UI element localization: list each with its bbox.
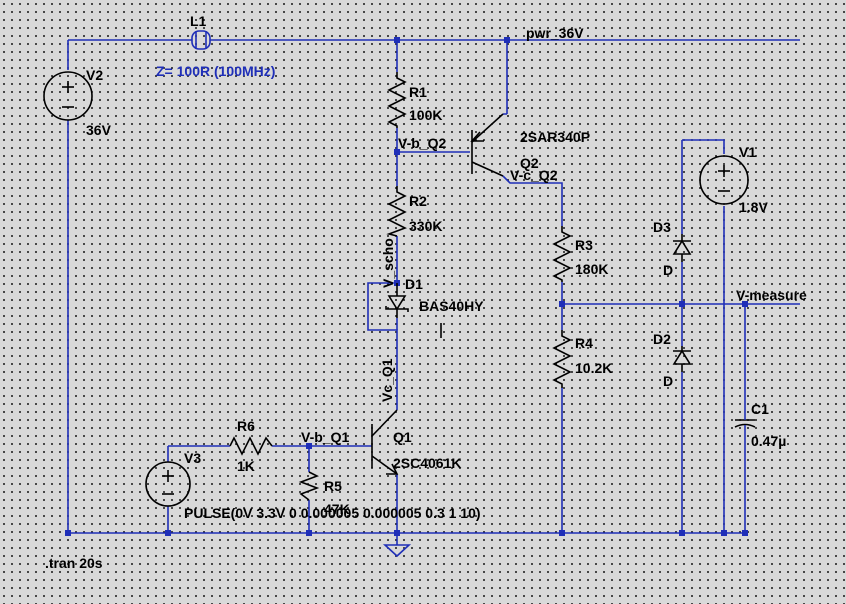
resistor-r2[interactable] <box>386 186 407 237</box>
junction-dot <box>559 301 565 307</box>
q1-ref-label: Q1 <box>393 429 412 445</box>
net-label-vscho[interactable]: V_scho <box>380 238 396 288</box>
v2-ref-label: V2 <box>86 67 103 83</box>
net-label-vcq2[interactable]: V-c_Q2 <box>510 167 558 183</box>
voltage-source-v1[interactable] <box>699 155 749 205</box>
v3-ref-label: V3 <box>184 450 201 466</box>
r2-value-label: 330K <box>409 218 442 234</box>
r6-value-label: 1K <box>237 458 255 474</box>
diode-d2[interactable] <box>672 346 692 372</box>
r4-ref-label: R4 <box>575 335 593 351</box>
junction-dot <box>679 301 685 307</box>
diode-d3[interactable] <box>672 234 692 262</box>
junction-dot <box>742 530 748 536</box>
v3-value-label: PULSE(0V 3.3V 0 0.000005 0.000005 0.3 1 … <box>184 505 481 521</box>
junction-dot <box>65 530 71 536</box>
d2-ref-label: D2 <box>653 331 671 347</box>
q2-ref-label: Q2 <box>520 155 539 171</box>
d2-model-label: D <box>663 373 673 389</box>
net-label-pwr[interactable]: pwr_36V <box>526 25 584 41</box>
r1-value-label: 100K <box>409 107 442 123</box>
resistor-r1[interactable] <box>387 72 407 128</box>
c1-ref-label: C1 <box>751 401 769 417</box>
resistor-r6[interactable] <box>229 436 273 456</box>
spice-directive[interactable]: .tran 20s <box>45 555 103 571</box>
ferrite-bead-l1[interactable] <box>191 30 211 50</box>
v1-ref-label: V1 <box>739 144 756 160</box>
net-label-vbq1[interactable]: V-b_Q1 <box>301 429 349 445</box>
voltage-source-v2[interactable] <box>43 71 93 121</box>
junction-dot <box>306 443 312 449</box>
junction-dot <box>394 530 400 536</box>
resistor-r4[interactable] <box>552 330 572 388</box>
r6-ref-label: R6 <box>237 418 255 434</box>
v2-value-label: 36V <box>86 122 112 138</box>
ground-icon <box>382 544 412 558</box>
l1-value-label: Z= 100R (100MHz) <box>156 63 275 79</box>
junction-dot <box>306 530 312 536</box>
net-label-vbq2[interactable]: V-b_Q2 <box>398 135 446 151</box>
junction-dot <box>721 530 727 536</box>
q2-model-label: 2SAR340P <box>520 129 590 145</box>
l1-ref-label: L1 <box>190 13 207 29</box>
r3-value-label: 180K <box>575 261 608 277</box>
junction-dot <box>742 301 748 307</box>
d1-model-label: BAS40HY <box>419 298 484 314</box>
pulse-source-v3[interactable] <box>145 461 191 507</box>
r5-ref-label: R5 <box>324 478 342 494</box>
net-label-vcq1[interactable]: Vc_Q1 <box>379 358 395 402</box>
pnp-transistor-q2[interactable] <box>470 113 504 177</box>
r3-ref-label: R3 <box>575 237 593 253</box>
junction-dot <box>504 37 510 43</box>
d3-ref-label: D3 <box>653 219 671 235</box>
q1-model-label: 2SC4061K <box>393 455 462 471</box>
r1-ref-label: R1 <box>409 84 427 100</box>
net-label-vmeasure[interactable]: V-measure <box>736 287 807 303</box>
r4-value-label: 10.2K <box>575 360 612 376</box>
resistor-r3[interactable] <box>552 226 572 282</box>
junction-dot <box>394 37 400 43</box>
capacitor-c1[interactable] <box>734 412 756 432</box>
junction-dot <box>559 530 565 536</box>
junction-dot <box>679 530 685 536</box>
junction-dot <box>394 149 400 155</box>
schottky-diode-d1[interactable] <box>385 283 409 318</box>
npn-transistor-q1[interactable] <box>371 409 399 475</box>
c1-value-label: 0.47µ <box>751 433 786 449</box>
resistor-r5[interactable] <box>298 471 320 501</box>
d1-ref-label: D1 <box>405 276 423 292</box>
r5-value-label: 47K <box>324 501 350 517</box>
v1-value-label: 1.8V <box>739 199 768 215</box>
r2-ref-label: R2 <box>409 193 427 209</box>
junction-dot <box>165 530 171 536</box>
d3-model-label: D <box>663 262 673 278</box>
